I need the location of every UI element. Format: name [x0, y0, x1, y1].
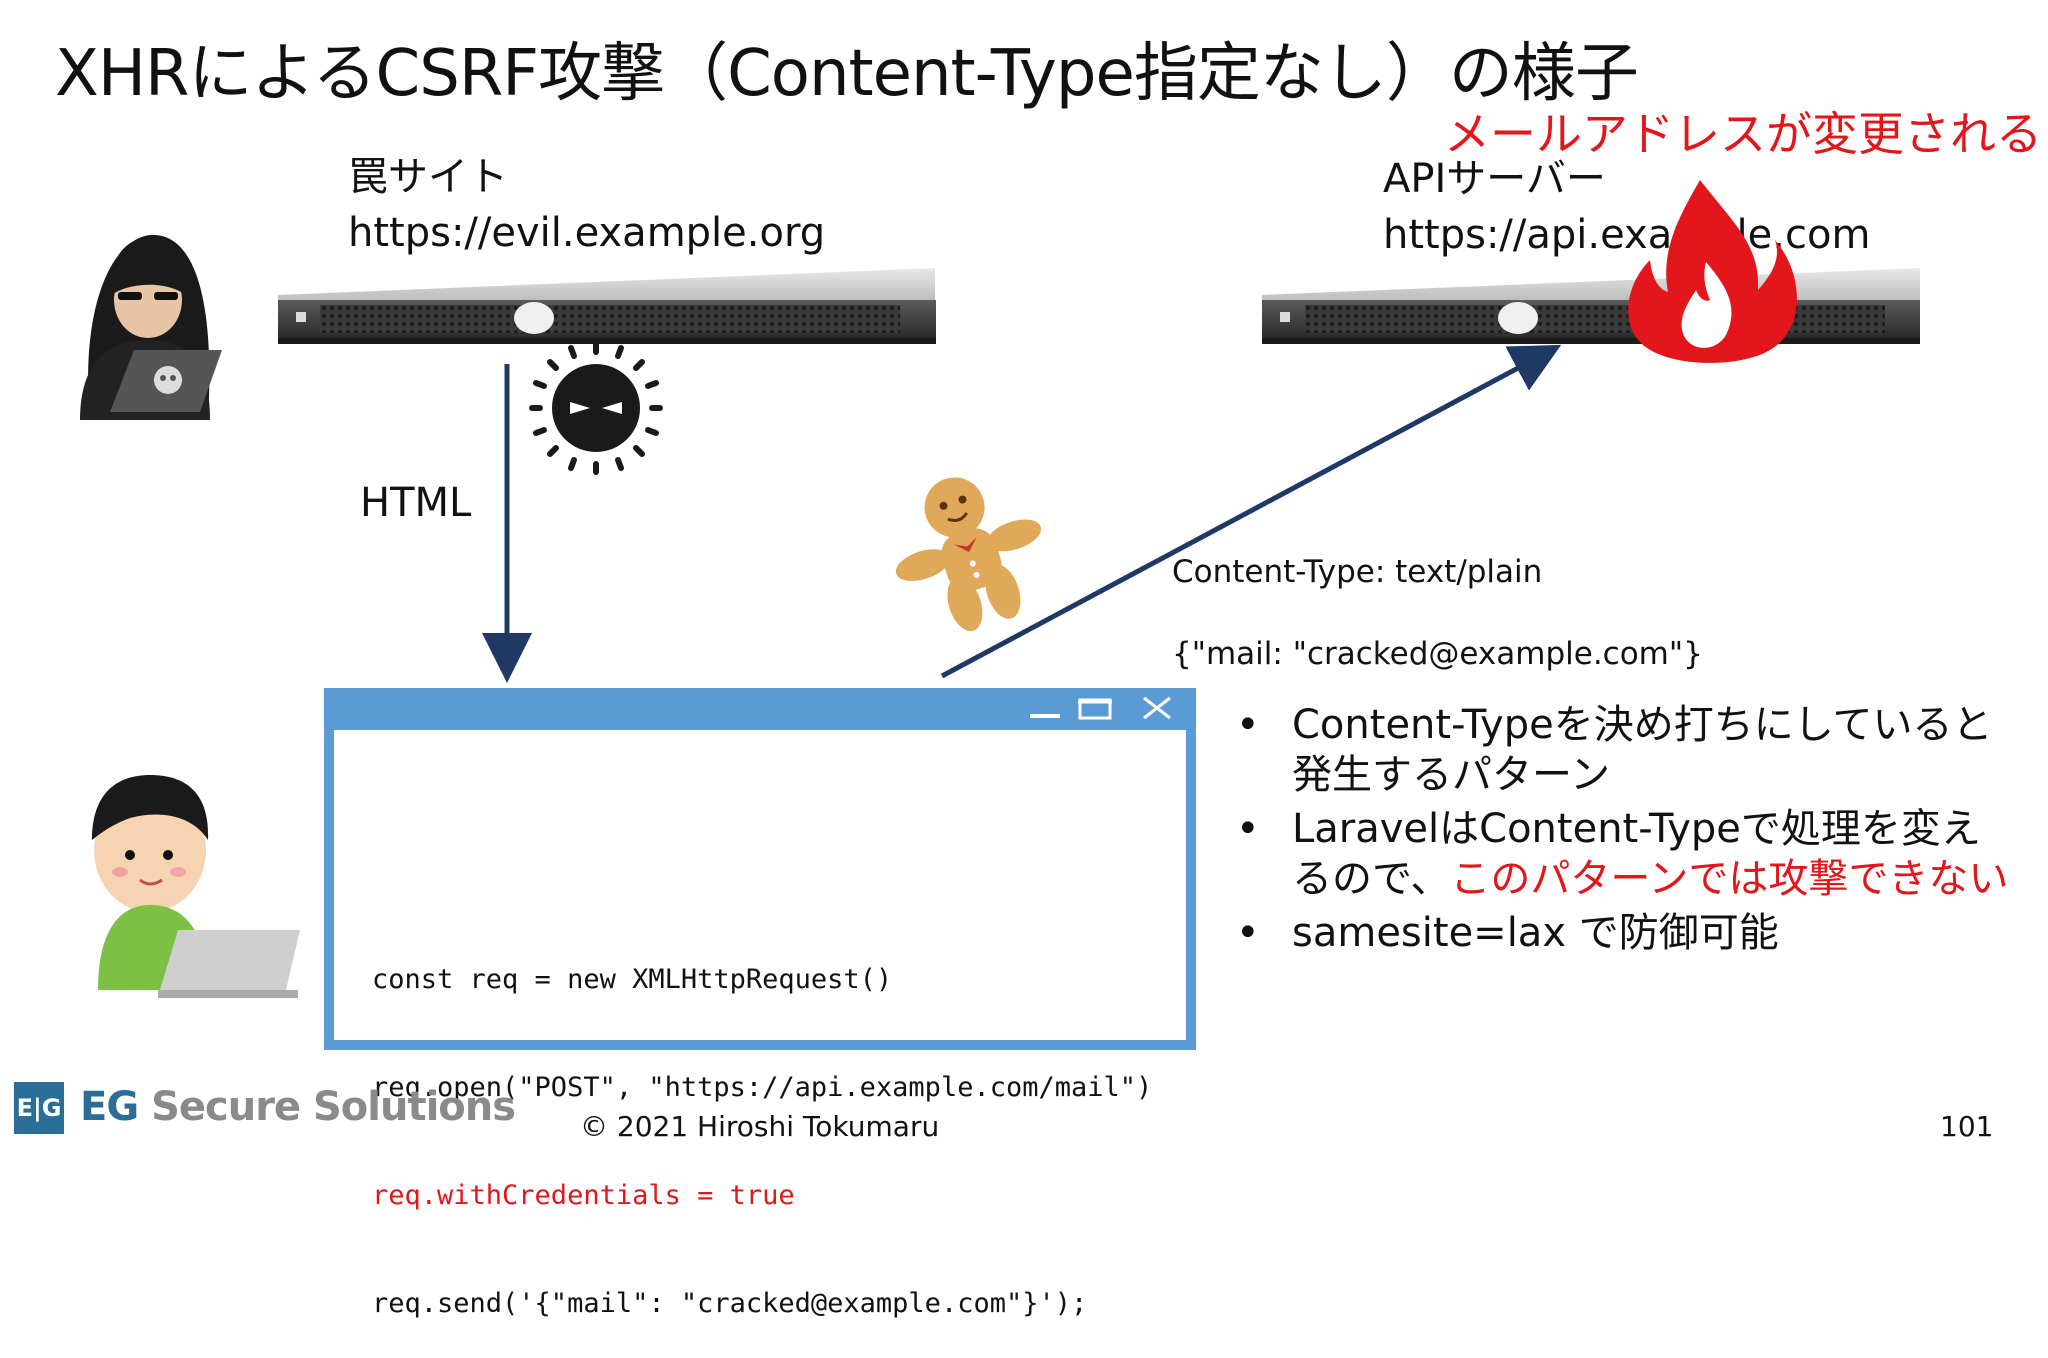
code-line: req.send('{"mail": "cracked@example.com"… — [372, 1288, 1088, 1319]
company-logo-text: EG Secure Solutions — [80, 1084, 516, 1130]
content-type-label: Content-Type: text/plain — [1172, 554, 1543, 590]
trap-site-label: 罠サイト — [348, 154, 508, 200]
code-line: req.open("POST", "https://api.example.co… — [372, 1072, 1153, 1103]
bullet-item: samesite=lax で防御可能 — [1232, 908, 2012, 958]
code-line-highlight: req.withCredentials = true — [372, 1180, 795, 1211]
hacker-icon — [80, 234, 222, 420]
request-body-label: {"mail: "cracked@example.com"} — [1172, 636, 1703, 672]
cookie-icon — [895, 477, 1042, 632]
company-logo-mark: E|G — [14, 1082, 64, 1134]
request-arrow — [940, 344, 1562, 679]
code-line: const req = new XMLHttpRequest() — [372, 964, 893, 995]
bullet-item: Content-Typeを決め打ちにしていると発生するパターン — [1232, 700, 2012, 800]
window-controls — [1030, 696, 1171, 720]
slide-title: XHRによるCSRF攻撃（Content-Type指定なし）の様子 — [55, 37, 1639, 111]
maximize-icon — [1078, 698, 1112, 720]
api-server-url: https://api.example.com — [1383, 212, 1871, 258]
api-server-icon — [1262, 268, 1920, 344]
bullet-list: Content-Typeを決め打ちにしていると発生するパターン Laravelは… — [1232, 700, 2012, 962]
minimize-icon — [1030, 714, 1060, 718]
trap-server-icon — [278, 268, 936, 344]
trap-site-url: https://evil.example.org — [348, 210, 826, 256]
user-icon — [92, 775, 300, 998]
browser-titlebar — [324, 688, 1196, 730]
browser-window — [324, 730, 1196, 1050]
close-icon — [1143, 696, 1171, 720]
virus-icon — [529, 341, 663, 475]
email-changed-note: メールアドレスが変更される — [1444, 107, 2042, 161]
fire-icon — [1628, 180, 1797, 363]
diagram-graphics — [80, 180, 1920, 998]
copyright: © 2021 Hiroshi Tokumaru — [580, 1110, 940, 1143]
bullet-item: LaravelはContent-Typeで処理を変えるので、このパターンでは攻撃… — [1232, 804, 2012, 904]
html-arrow-label: HTML — [360, 480, 472, 526]
page-number: 101 — [1940, 1110, 1994, 1143]
api-server-label: APIサーバー — [1383, 156, 1606, 202]
